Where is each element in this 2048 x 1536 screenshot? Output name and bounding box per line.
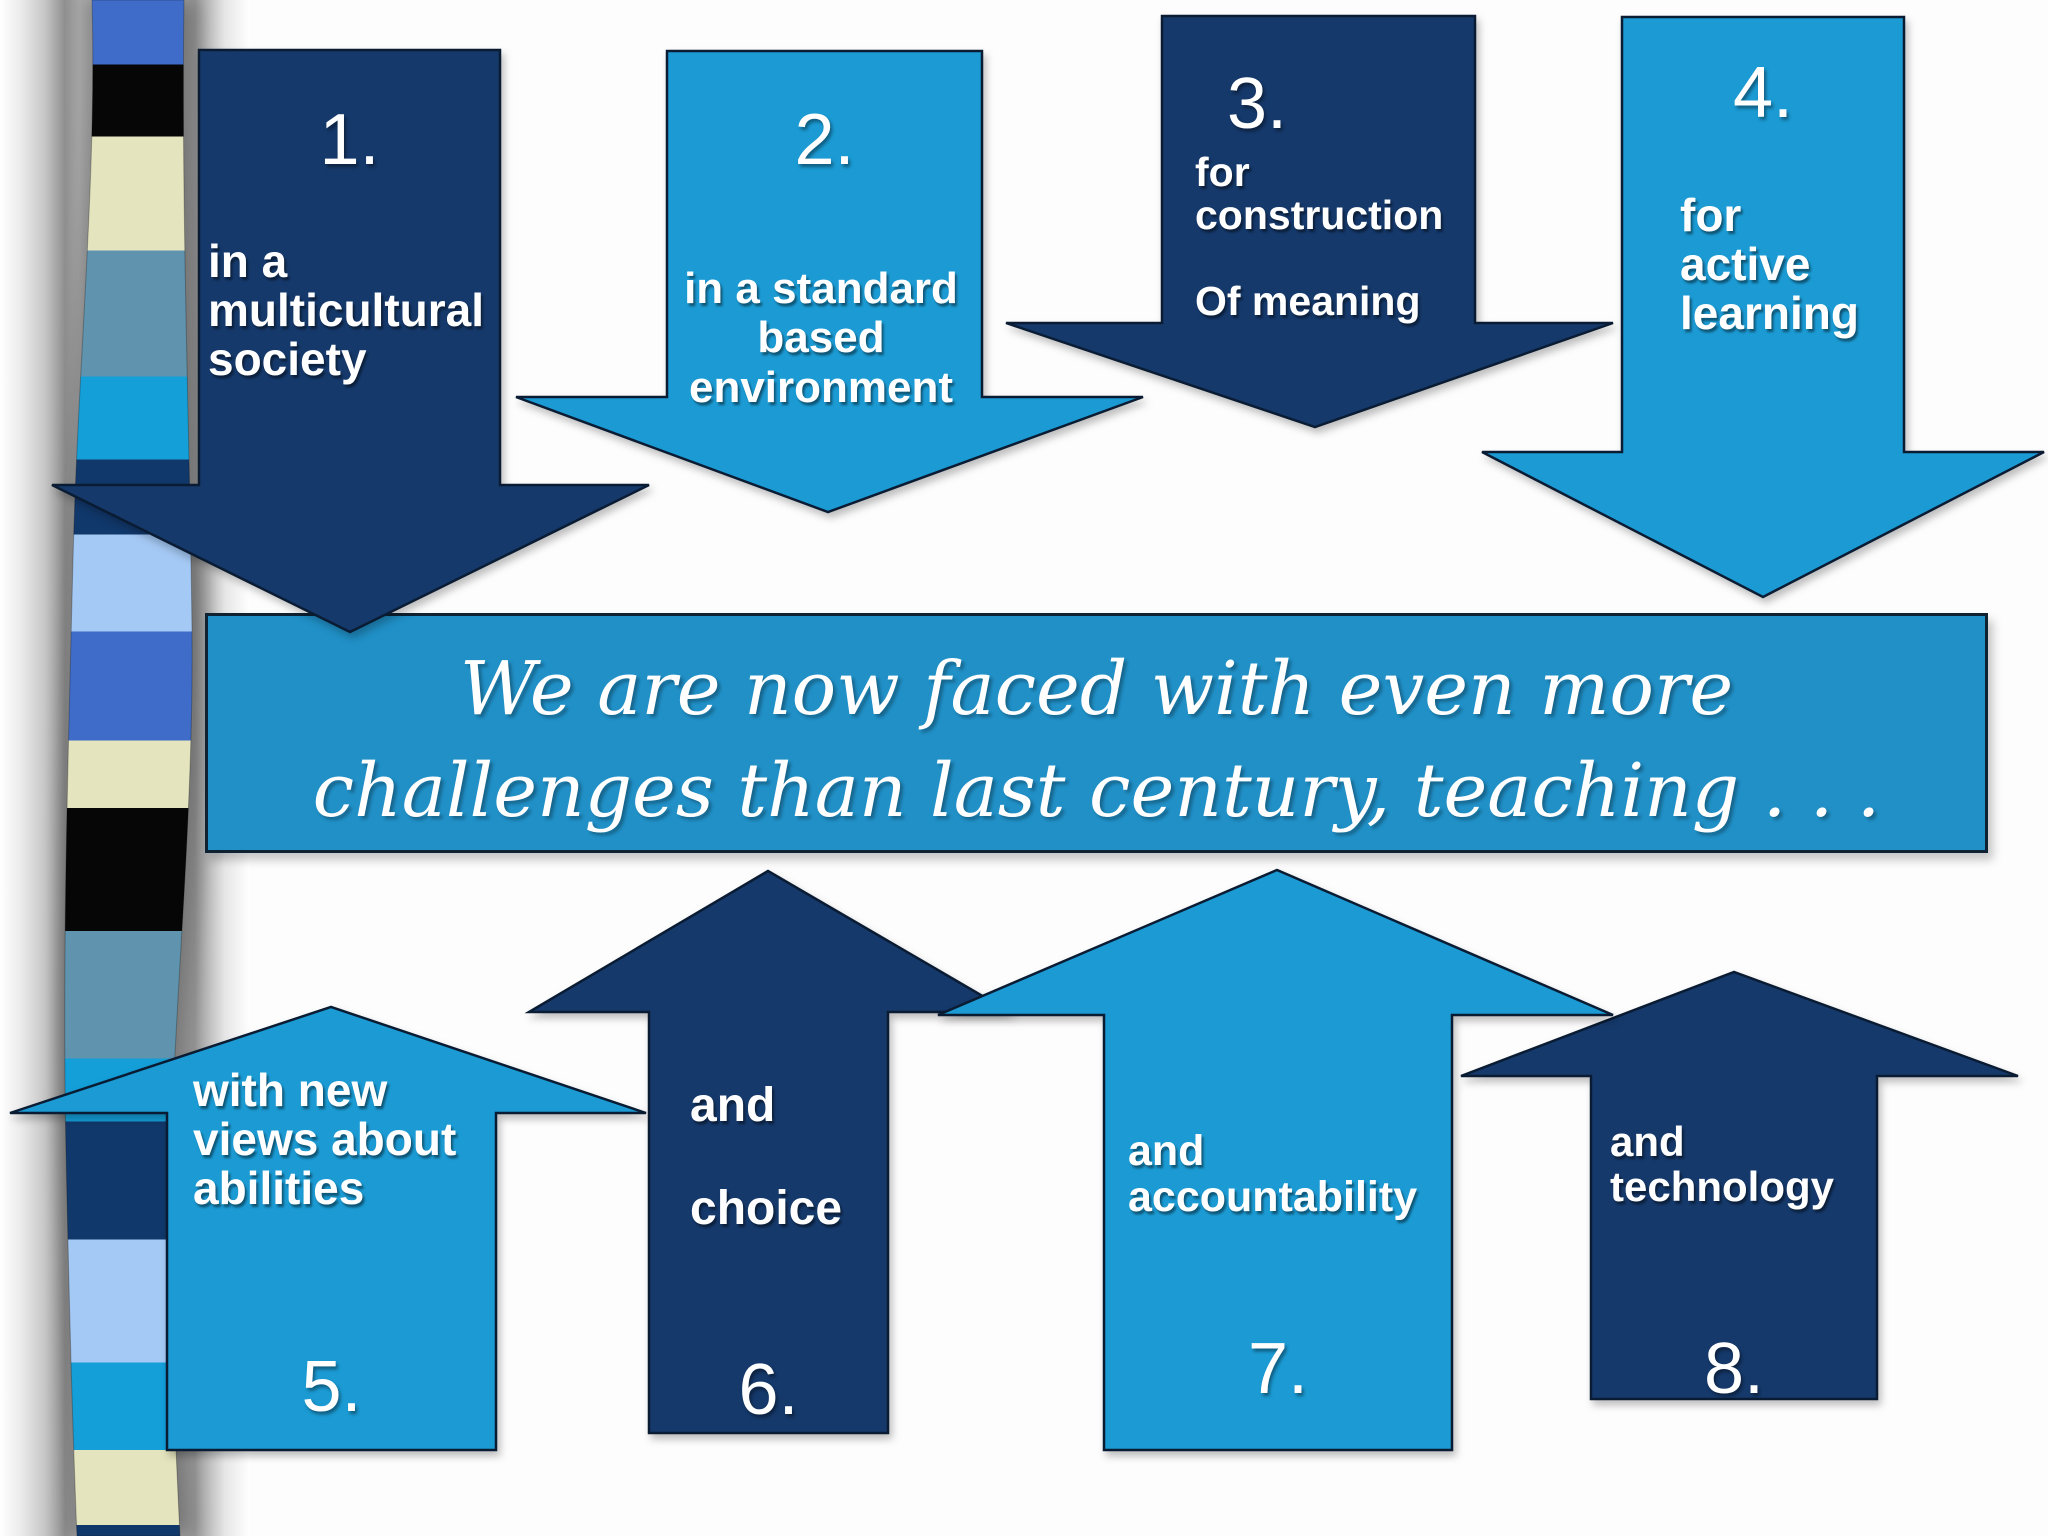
arrow-7-shape (937, 868, 1614, 1452)
arrow-5-label: with new views about abilities (193, 1064, 457, 1215)
arrow-5-shape (9, 1005, 647, 1452)
arrow-8-label: and technology (1610, 1118, 1835, 1210)
arrow-4-label: for active learning (1680, 189, 1859, 340)
arrow-7-number: 7. (1247, 1329, 1309, 1409)
arrow-1-label: in a multicultural society (208, 235, 485, 386)
arrow-3-shape (1005, 14, 1614, 429)
arrow-7-label: and accountability (1128, 1127, 1418, 1221)
arrow-8-shape (1460, 970, 2019, 1401)
arrow-4-number: 4. (1732, 53, 1794, 133)
arrow-2-number: 2. (794, 100, 855, 180)
arrow-1-number: 1. (319, 100, 380, 180)
arrow-2-shape (515, 49, 1144, 514)
arrow-6-number: 6. (738, 1350, 799, 1430)
arrow-8-number: 8. (1703, 1329, 1765, 1409)
arrow-4-shape (1481, 15, 2045, 599)
challenge-banner: We are now faced with even more challeng… (205, 613, 1988, 853)
arrow-1-shape (51, 48, 650, 634)
arrow-6-label: and choice (690, 1079, 843, 1235)
arrow-6-shape (524, 869, 1015, 1435)
arrow-5-number: 5. (301, 1347, 362, 1427)
arrow-3-label: for construction Of meaning (1195, 149, 1444, 325)
arrow-3-number: 3. (1226, 64, 1288, 144)
arrow-2-label: in a standard based environment (684, 264, 958, 412)
challenge-banner-text: We are now faced with even more challeng… (312, 646, 1881, 835)
